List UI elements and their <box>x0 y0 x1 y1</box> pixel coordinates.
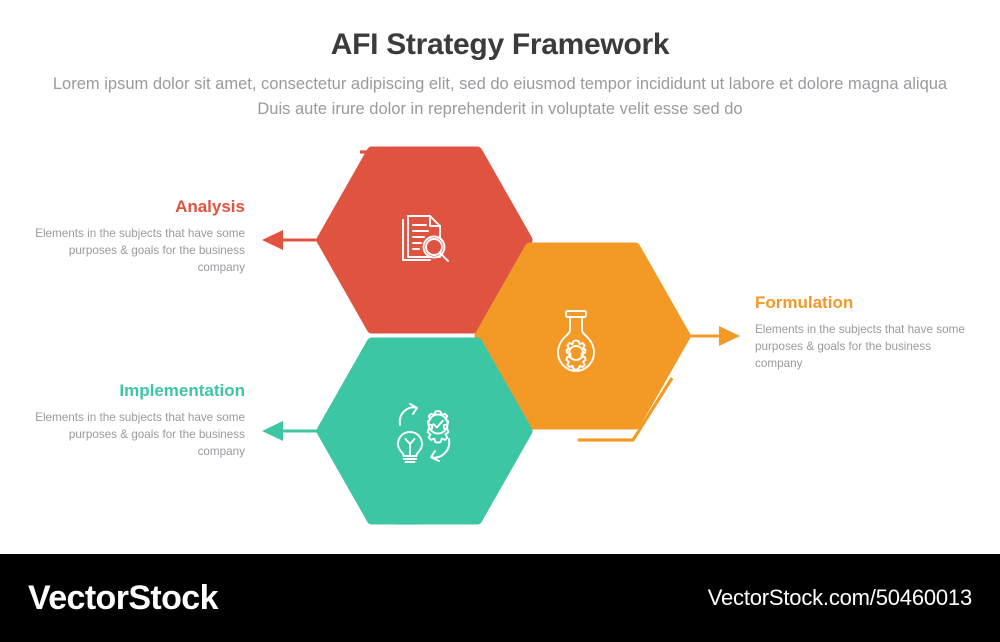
hexagon-formulation-shape <box>474 242 691 430</box>
diagram-svg <box>262 146 740 525</box>
hexagon-implementation-shape <box>316 337 533 525</box>
node-text-analysis: Analysis Elements in the subjects that h… <box>30 196 245 276</box>
arrow-implementation <box>262 421 320 441</box>
vectorstock-logo: VectorStock <box>28 578 219 617</box>
arrow-analysis <box>262 230 320 250</box>
watermark-bar: VectorStock VectorStock.com/50460013 <box>0 554 1000 642</box>
node-text-implementation: Implementation Elements in the subjects … <box>30 380 245 460</box>
page-title: AFI Strategy Framework <box>330 28 670 61</box>
hexagon-formulation[interactable] <box>474 242 740 430</box>
hexagon-analysis[interactable] <box>262 146 533 334</box>
node-description-analysis: Elements in the subjects that have some … <box>35 227 245 274</box>
hexagon-diagram: Analysis Elements in the subjects that h… <box>30 146 970 525</box>
flask-gear-icon <box>557 310 595 372</box>
hexagon-analysis-shape <box>316 146 533 334</box>
lightbulb-gear-cycle-icon <box>397 403 451 463</box>
arrow-formulation <box>687 326 740 346</box>
node-title-analysis: Analysis <box>175 197 245 216</box>
hexagon-implementation[interactable] <box>262 337 533 525</box>
node-description-implementation: Elements in the subjects that have some … <box>35 411 245 458</box>
node-text-formulation: Formulation Elements in the subjects tha… <box>755 292 970 372</box>
vectorstock-url: VectorStock.com/50460013 <box>707 585 972 610</box>
node-description-formulation: Elements in the subjects that have some … <box>755 323 965 370</box>
document-search-icon <box>402 215 449 262</box>
header: AFI Strategy Framework Lorem ipsum dolor… <box>0 0 1000 122</box>
decor-line-formulation <box>578 377 674 442</box>
node-title-formulation: Formulation <box>755 293 854 312</box>
page-subtitle: Lorem ipsum dolor sit amet, consectetur … <box>52 75 948 118</box>
node-title-implementation: Implementation <box>119 381 245 400</box>
